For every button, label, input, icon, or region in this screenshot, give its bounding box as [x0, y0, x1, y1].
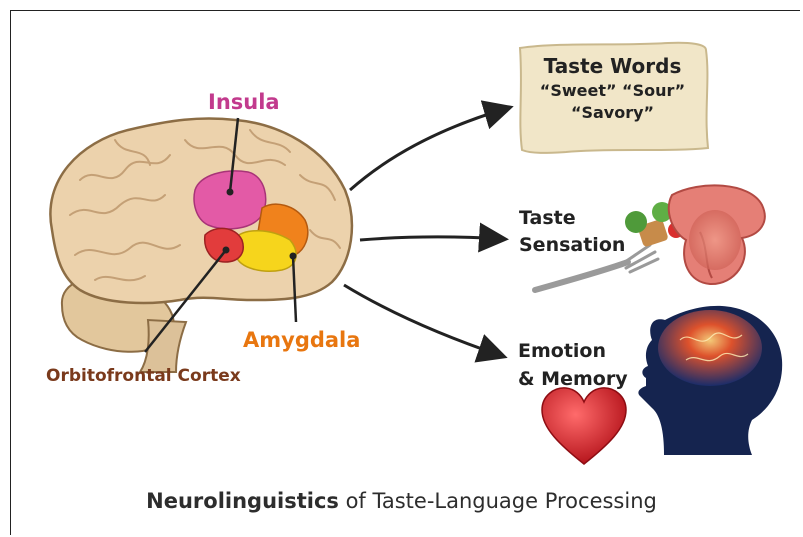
figure-title: Neurolinguistics of Taste-Language Proce… [0, 489, 803, 513]
emotion-memory-line2: & Memory [518, 365, 628, 393]
glowing-head-icon [638, 306, 782, 455]
insula-region [194, 171, 266, 229]
figure-title-bold: Neurolinguistics [146, 489, 339, 513]
arrow-to-sensation [360, 237, 503, 240]
taste-words-title: Taste Words [517, 52, 708, 80]
taste-words-note: Taste Words “Sweet” “Sour” “Savory” [517, 52, 708, 124]
insula-label: Insula [208, 90, 280, 114]
emotion-memory-line1: Emotion [518, 337, 628, 365]
taste-sensation-line1: Taste [519, 205, 625, 232]
amygdala-label: Amygdala [243, 328, 360, 352]
taste-words-line2: “Savory” [517, 102, 708, 124]
figure-title-rest: of Taste-Language Processing [339, 489, 657, 513]
taste-words-line1: “Sweet” “Sour” [517, 80, 708, 102]
emotion-memory-label: Emotion & Memory [518, 337, 628, 393]
taste-sensation-line2: Sensation [519, 232, 625, 259]
heart-icon [542, 388, 626, 464]
tongue-icon [669, 185, 765, 284]
orbitofrontal-cortex-label: Orbitofrontal Cortex [46, 366, 241, 386]
arrow-to-emotion [344, 285, 502, 356]
arrow-to-words [350, 108, 508, 190]
taste-sensation-label: Taste Sensation [519, 205, 625, 259]
